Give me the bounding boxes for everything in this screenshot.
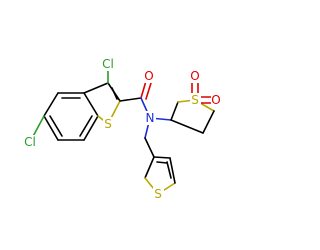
atom-cl-left: Cl (24, 135, 36, 149)
atom-o-sulfone-right: O (211, 93, 220, 107)
atom-s-sulfone: S (191, 93, 199, 107)
atom-labels: Cl Cl S O N S O O S (21, 57, 222, 201)
atom-n-amide: N (146, 111, 155, 125)
atom-s-thiophene: S (154, 187, 162, 201)
atom-s-benzothiophene: S (104, 117, 112, 131)
bond-lines (29, 63, 215, 195)
molecule-structure: Cl Cl S O N S O O S (21, 57, 222, 201)
atom-o-amide: O (144, 69, 153, 83)
atom-cl-top: Cl (102, 57, 114, 71)
atom-o-sulfone-top: O (190, 69, 199, 83)
